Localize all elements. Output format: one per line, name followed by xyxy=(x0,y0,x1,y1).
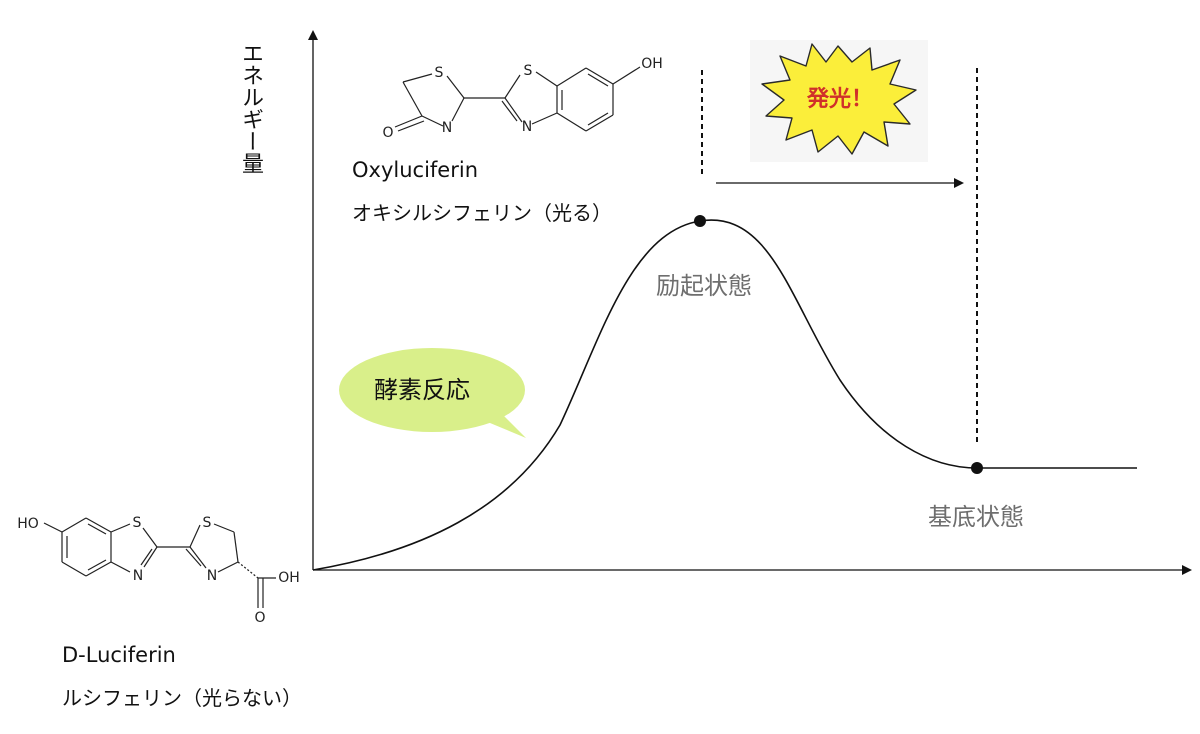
oxy-atom-s1: S xyxy=(435,65,444,81)
oxy-atom-o: O xyxy=(382,125,393,141)
luciferin-atoms: HO S N S N OH O xyxy=(17,515,300,626)
oxy-atom-n1: N xyxy=(442,120,452,136)
oxyluciferin-name-jp: オキシルシフェリン（光る） xyxy=(352,201,612,225)
luciferin-structure xyxy=(43,517,276,608)
y-axis-label: エネルギー量 xyxy=(238,42,263,174)
luc-atom-n1: N xyxy=(133,568,143,584)
emission-label: 発光！ xyxy=(806,87,873,112)
enzyme-bubble: 酵素反応 xyxy=(339,348,526,438)
luc-atom-oh: OH xyxy=(278,570,300,586)
luciferin-name-jp: ルシフェリン（光らない） xyxy=(62,686,302,710)
luc-atom-n2: N xyxy=(207,568,217,584)
ground-state-point xyxy=(971,462,983,474)
luc-atom-s2: S xyxy=(203,515,212,531)
oxy-atom-n2: N xyxy=(522,119,532,135)
oxyluciferin-name-en: Oxyluciferin xyxy=(352,158,478,182)
luciferin-name-en: D-Luciferin xyxy=(62,643,176,667)
excited-state-point xyxy=(694,215,706,227)
luc-atom-o: O xyxy=(254,610,265,626)
energy-curve xyxy=(312,219,1137,571)
oxy-atom-s2: S xyxy=(524,63,533,79)
enzyme-label: 酵素反応 xyxy=(374,376,470,404)
ground-state-label: 基底状態 xyxy=(928,503,1024,531)
oxyluciferin-structure xyxy=(394,66,641,132)
luc-atom-s1: S xyxy=(133,515,142,531)
emission-burst: 発光！ xyxy=(750,40,928,162)
oxyluciferin-atoms: S N O S N OH xyxy=(382,56,662,141)
oxy-atom-oh: OH xyxy=(641,56,663,72)
excited-state-label: 励起状態 xyxy=(656,272,752,300)
luc-atom-ho: HO xyxy=(17,516,39,532)
